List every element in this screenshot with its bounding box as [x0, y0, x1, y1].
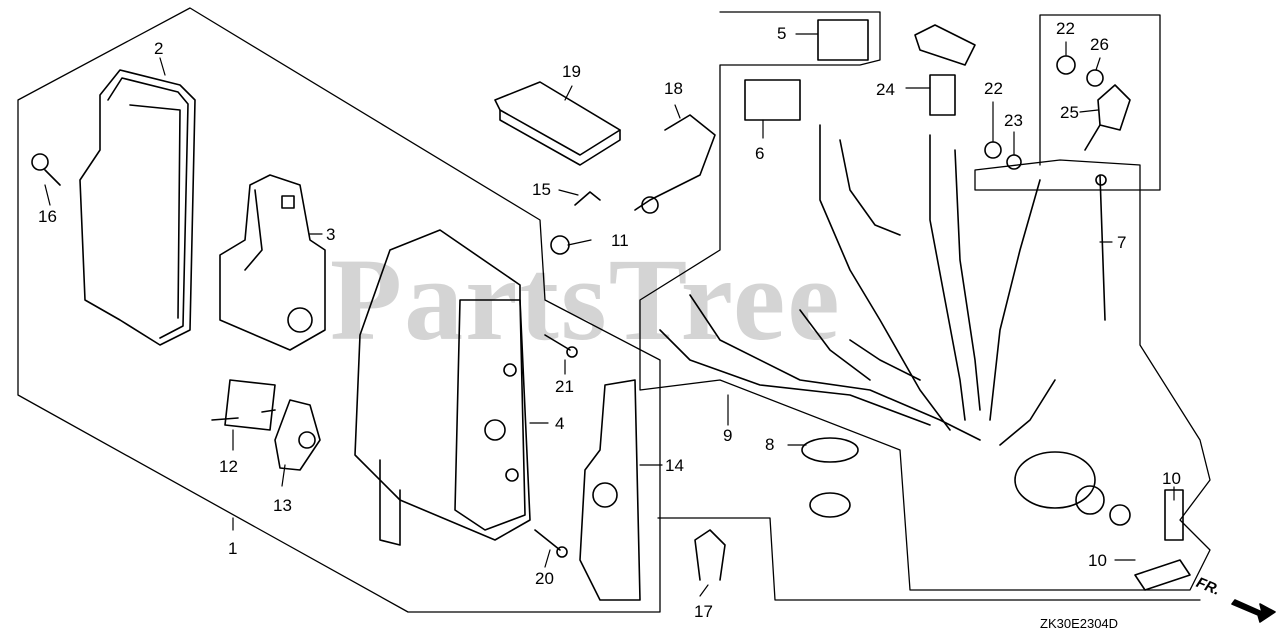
- callout-26: 26: [1090, 35, 1109, 54]
- callout-5: 5: [777, 24, 787, 43]
- assembly-1-outline: [17, 7, 661, 613]
- assembly-9-outline: [639, 11, 1211, 591]
- callout-19: 19: [562, 62, 581, 81]
- callout-24: 24: [876, 80, 895, 99]
- callout-17: 17: [694, 602, 713, 621]
- callout-1: 1: [228, 539, 238, 558]
- callout-7: 7: [1117, 233, 1127, 252]
- callout-8: 8: [765, 435, 775, 454]
- watermark: PartsTree: [330, 234, 842, 365]
- direction-arrow: [1231, 599, 1276, 623]
- part-13-breaker: [274, 399, 321, 471]
- part-cap: [914, 24, 976, 66]
- part-10-key-lower: [1134, 559, 1191, 591]
- callout-6: 6: [755, 144, 765, 163]
- part-24-fuse: [929, 74, 956, 116]
- part-8-band: [801, 437, 859, 463]
- diagram-code: ZK30E2304D: [1040, 616, 1119, 631]
- callout-22-upper: 22: [1056, 19, 1075, 38]
- part-21-bolt: [544, 334, 578, 358]
- part-12-switch: [211, 379, 276, 431]
- part-18-clamp: [634, 114, 716, 214]
- part-15-bolt: [574, 191, 601, 206]
- callout-13: 13: [273, 496, 292, 515]
- part-4-control-box: [354, 229, 531, 546]
- part-3-bracket: [219, 174, 326, 351]
- callout-2: 2: [154, 39, 164, 58]
- callout-11: 11: [611, 231, 629, 250]
- part-2-cover: [79, 69, 196, 346]
- part-26-washer: [1086, 69, 1104, 87]
- part-5-relay: [817, 19, 869, 61]
- callout-21: 21: [555, 377, 574, 396]
- part-20-bolt: [534, 529, 568, 558]
- callout-10-upper: 10: [1162, 469, 1181, 488]
- part-grommet: [809, 492, 851, 518]
- callout-10-lower: 10: [1088, 551, 1107, 570]
- part-22-nut-upper: [1056, 55, 1076, 75]
- callout-18: 18: [664, 79, 683, 98]
- callout-25: 25: [1060, 103, 1079, 122]
- callout-12: 12: [219, 457, 238, 476]
- part-14-plate: [579, 379, 641, 601]
- callout-4: 4: [555, 414, 565, 433]
- callout-20: 20: [535, 569, 554, 588]
- part-22-nut-lower: [984, 141, 1002, 159]
- callout-3: 3: [326, 225, 336, 244]
- part-23-washer: [1006, 154, 1022, 170]
- callout-15: 15: [532, 180, 551, 199]
- part-9-harness: [659, 124, 1131, 526]
- part-6-connector: [744, 79, 801, 121]
- part-11-clip: [550, 235, 570, 255]
- part-17-clip: [694, 529, 726, 581]
- callout-14: 14: [665, 456, 684, 475]
- part-16-screw: [31, 153, 61, 186]
- part-25-terminal: [1084, 84, 1131, 151]
- callout-22-lower: 22: [984, 79, 1003, 98]
- leader-lines: [44, 33, 1175, 597]
- callout-9: 9: [723, 426, 733, 445]
- callout-16: 16: [38, 207, 57, 226]
- assembly-17-outline: [657, 517, 1201, 601]
- part-19-sleeve: [494, 81, 621, 166]
- callout-23: 23: [1004, 111, 1023, 130]
- part-7-lead: [1095, 174, 1107, 321]
